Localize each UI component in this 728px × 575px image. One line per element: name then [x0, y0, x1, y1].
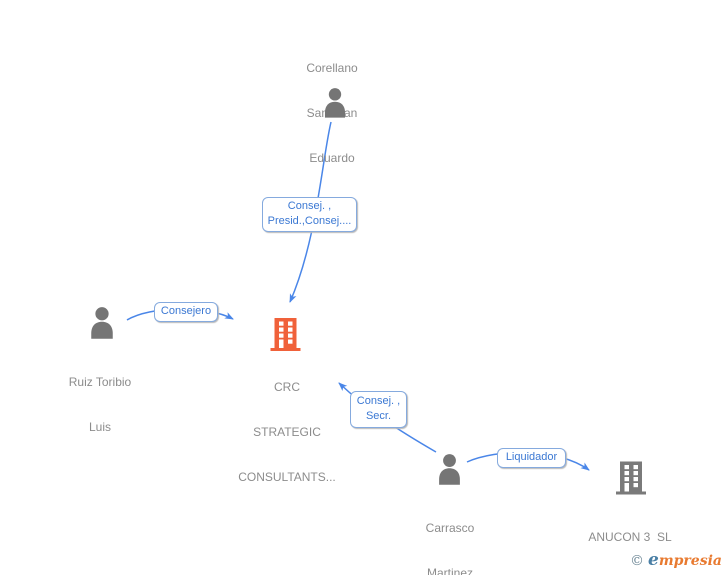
node-label-anucon[interactable]: ANUCON 3 SL: [588, 530, 672, 544]
copyright-symbol: ©: [630, 553, 644, 569]
node-label-ruiz[interactable]: Ruiz Toribio Luis: [68, 375, 132, 434]
company-building-icon[interactable]: [267, 317, 304, 356]
brand-letter: e: [648, 550, 659, 570]
edge-label-ruiz-crc[interactable]: Consejero: [154, 302, 218, 322]
edge-label-carrasco-crc[interactable]: Consej. , Secr.: [350, 391, 407, 428]
edge-label-corellano-crc[interactable]: Consej. , Presid.,Consej....: [262, 197, 357, 232]
company-building-icon[interactable]: [613, 459, 649, 501]
empresia-logo[interactable]: ©empresia: [630, 550, 722, 571]
person-icon[interactable]: [435, 453, 464, 490]
node-label-carrasco[interactable]: Carrasco Martinez Manuel: [425, 521, 475, 575]
edge-label-carrasco-anucon[interactable]: Liquidador: [497, 448, 566, 468]
person-icon[interactable]: [87, 306, 117, 344]
brand-text: mpresia: [658, 553, 722, 569]
person-icon[interactable]: [321, 87, 349, 123]
node-label-crc[interactable]: CRC STRATEGIC CONSULTANTS...: [238, 380, 336, 484]
